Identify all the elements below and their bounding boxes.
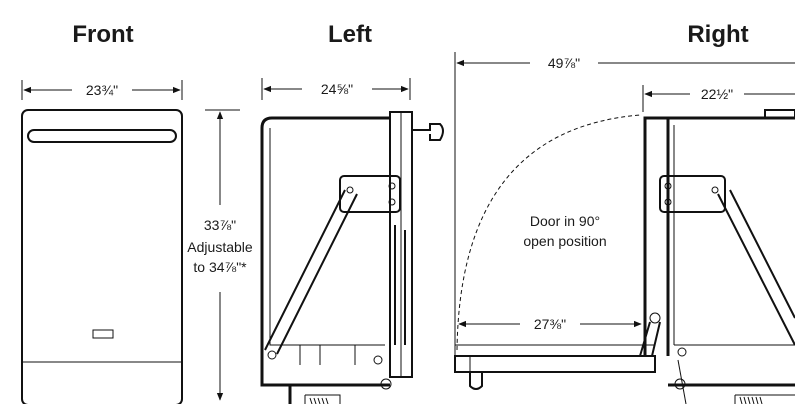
front-width-label: 23¾" (86, 82, 118, 98)
right-spring-anchor (677, 347, 687, 357)
front-title: Front (72, 21, 133, 48)
left-spring-box (304, 394, 341, 404)
left-hinge-bolt (388, 198, 396, 206)
left-door-latch (412, 123, 444, 141)
left-hinge-rod (394, 225, 406, 345)
left-title: Left (328, 21, 372, 48)
door-note-2: open position (523, 233, 606, 249)
right-top-strip (764, 109, 795, 119)
left-hinge-bolt (346, 186, 354, 194)
door-handle (27, 129, 177, 143)
right-spring-coil (739, 396, 763, 404)
left-hinge-arm (264, 189, 358, 355)
front-door-panel (21, 109, 183, 404)
left-wheel (380, 378, 392, 390)
left-tub-ribs (299, 345, 356, 365)
left-cabinet-outline (260, 116, 390, 404)
front-view: Front 23¾" 33⅞" Adjustable to 34⅞"* (21, 21, 253, 404)
right-door-latch (469, 372, 483, 390)
right-hinge-bolt (664, 198, 672, 206)
right-door-depth-label: 27⅜" (534, 316, 566, 332)
door-note-1: Door in 90° (530, 213, 600, 229)
left-spring-coil (309, 397, 329, 404)
control-badge (92, 329, 114, 339)
left-depth-label: 24⅝" (321, 81, 353, 97)
right-hinge-pivot (649, 312, 661, 324)
right-hinge-bolt (711, 186, 719, 194)
right-spring-box (734, 394, 795, 404)
right-view: Right 49⅞" 22½" Door in 90° open positio… (454, 21, 795, 404)
right-wheel (674, 378, 686, 390)
front-height-label: 33⅞" (204, 217, 236, 233)
right-hinge-link (639, 321, 661, 357)
right-spring-rod (677, 359, 687, 404)
left-tub-inner (269, 128, 385, 346)
left-spring-anchor (373, 355, 383, 365)
front-adjust-label-1: Adjustable (187, 239, 253, 255)
right-cabinet-front (643, 116, 670, 356)
left-hinge-bolt (388, 182, 396, 190)
right-hinge-bracket (659, 175, 726, 213)
right-hinge-bolt (664, 182, 672, 190)
right-hinge-arm (717, 189, 795, 346)
right-depth-label: 22½" (701, 86, 733, 102)
right-title: Right (687, 21, 748, 48)
left-hinge-bracket (339, 175, 401, 213)
left-view: Left 24⅝" (260, 21, 444, 404)
door-swing-arc (456, 114, 641, 351)
left-hinge-pivot (267, 350, 277, 360)
right-open-door (454, 355, 656, 373)
right-open-depth-label: 49⅞" (548, 55, 580, 71)
front-adjust-label-2: to 34⅞"* (193, 259, 247, 275)
